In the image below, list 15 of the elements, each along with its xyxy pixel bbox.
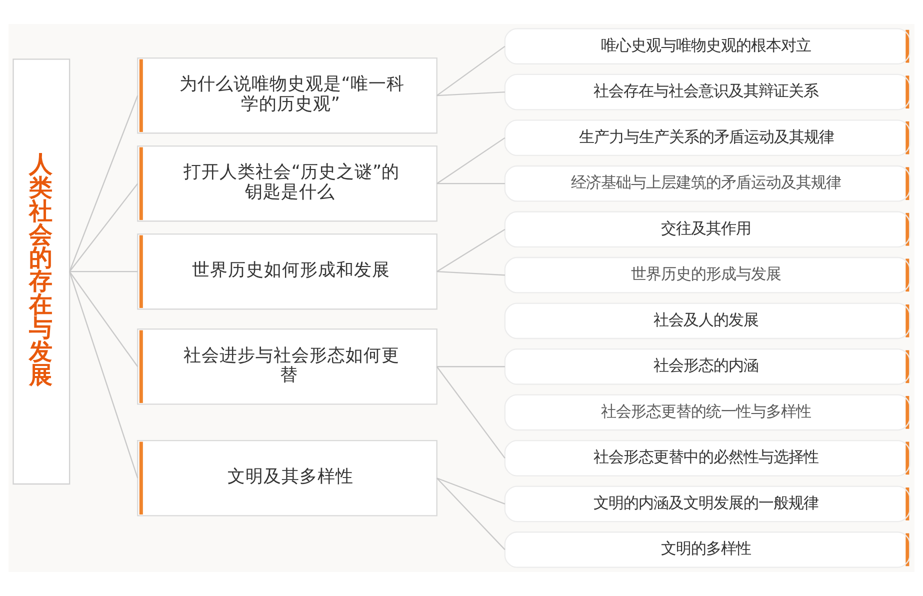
connector [69,271,138,367]
connector [436,366,506,459]
connector [436,46,506,96]
connector [69,95,138,272]
connector [69,271,138,478]
connector [70,271,138,272]
connector [436,91,505,96]
connector [436,271,505,276]
connector [69,183,138,272]
connector [436,478,506,550]
connector [436,137,506,184]
connector [436,228,506,272]
connector [436,478,506,504]
connector [436,366,505,368]
connector [436,183,505,184]
